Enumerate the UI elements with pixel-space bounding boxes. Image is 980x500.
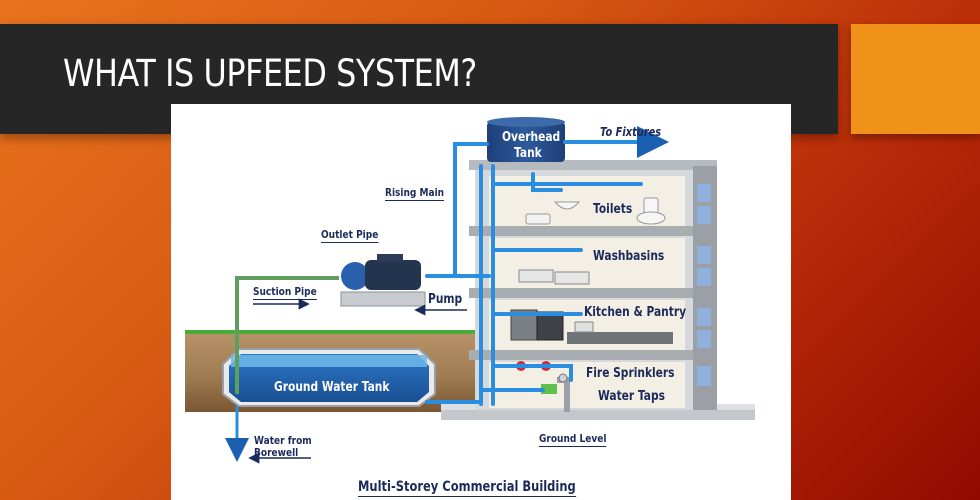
water-from-borewell-label-line1: Water from: [254, 434, 312, 447]
accent-box: [851, 24, 980, 134]
pump-label: Pump: [428, 292, 463, 307]
ground-water-tank: [222, 348, 436, 407]
floor-label-fire-sprinklers: Fire Sprinklers: [586, 366, 675, 381]
washbasin-fixtures: [518, 269, 590, 285]
to-fixtures-label: To Fixtures: [600, 125, 662, 139]
water-from-borewell-label-line2: Borewell: [254, 446, 299, 459]
overhead-tank: [487, 117, 565, 162]
pump: [340, 254, 426, 307]
floor-label-toilets: Toilets: [593, 202, 633, 217]
blue-pipes: [425, 126, 669, 406]
floor-label-washbasins: Washbasins: [593, 249, 665, 264]
multi-storey-building: [469, 160, 717, 410]
ground-water-tank-label: Ground Water Tank: [274, 380, 390, 395]
overhead-tank-label-line2: Tank: [514, 146, 542, 161]
floor-label-kitchen-pantry: Kitchen & Pantry: [584, 305, 687, 320]
suction-pipe: [235, 276, 339, 394]
diagram-caption: Multi-Storey Commercial Building: [358, 479, 576, 497]
suction-pipe-label: Suction Pipe: [253, 285, 317, 300]
overhead-tank-label-line1: Overhead: [502, 130, 561, 145]
floor-label-water-taps: Water Taps: [598, 389, 665, 404]
diagram-illustration: [185, 117, 755, 464]
upfeed-system-diagram: Overhead Tank To Fixtures Rising Main Ou…: [171, 104, 791, 500]
toilet-fixtures: [525, 197, 666, 225]
label-arrows: [248, 298, 467, 464]
ground-level-label: Ground Level: [539, 432, 607, 447]
outlet-pipe-label: Outlet Pipe: [321, 228, 379, 243]
slide-title: WHAT IS UPFEED SYSTEM?: [63, 52, 477, 95]
rising-main-label: Rising Main: [385, 186, 445, 201]
water-tap: [541, 373, 570, 412]
